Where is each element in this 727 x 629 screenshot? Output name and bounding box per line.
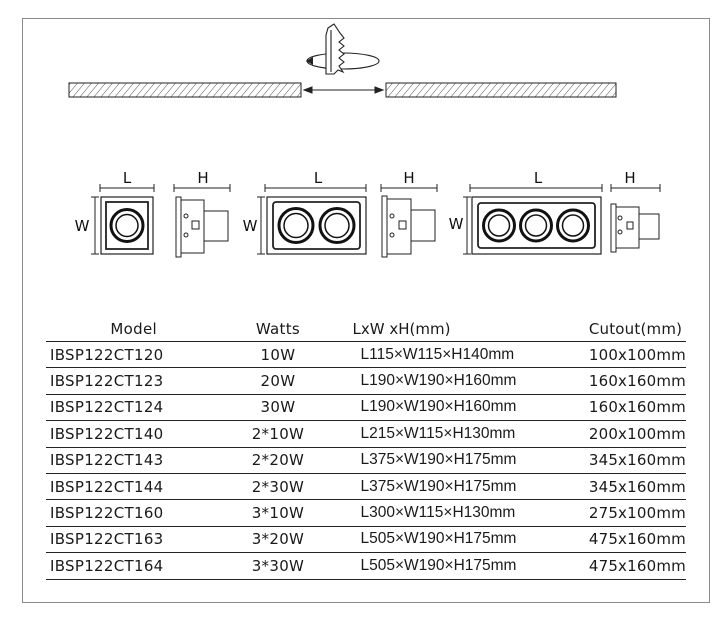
table-row: IBSP122CT163 3*20W L505×W190×H175mm 475x… [46, 525, 686, 553]
height-label: H [624, 169, 635, 187]
watts-cell: 20W [221, 367, 335, 395]
model-cell: IBSP122CT160 [46, 499, 222, 527]
cutout-cell: 160x160mm [562, 367, 686, 395]
cutout-gap-arrow [302, 86, 385, 94]
watts-cell: 3*20W [221, 525, 335, 553]
spec-table: Model Watts LxW xH(mm) Cutout(mm) IBSP12… [46, 316, 686, 580]
table-row: IBSP122CT120 10W L115×W115×H140mm 100x10… [46, 340, 686, 368]
width-label: W [75, 217, 90, 235]
cutout-cell: 100x100mm [562, 340, 686, 368]
dimensions-cell: L190×W190×H160mm [334, 367, 563, 395]
dimensions-cell: L505×W190×H175mm [334, 552, 563, 580]
table-row: IBSP122CT164 3*30W L505×W190×H175mm 475x… [46, 552, 686, 580]
triple-fixture-side-view: H [610, 169, 661, 253]
ceiling-installation-diagram [68, 23, 617, 98]
cutout-cell: 475x160mm [562, 525, 686, 553]
model-cell: IBSP122CT124 [46, 393, 222, 421]
table-row: IBSP122CT143 2*20W L375×W190×H175mm 345x… [46, 446, 686, 474]
ceiling-panel-right [385, 82, 617, 98]
dimensions-cell: L190×W190×H160mm [334, 393, 563, 421]
watts-cell: 30W [221, 393, 335, 421]
length-label: L [123, 169, 132, 187]
cutout-cell: 275x100mm [562, 499, 686, 527]
single-fixture-side-view: H [173, 169, 231, 258]
technical-drawings: L W H L W [68, 23, 661, 258]
saw-rotation-icon [306, 23, 380, 75]
header-dimensions: LxW xH(mm) [352, 319, 451, 338]
model-cell: IBSP122CT164 [46, 552, 222, 580]
model-cell: IBSP122CT143 [46, 446, 222, 474]
document-frame [22, 18, 710, 603]
model-cell: IBSP122CT144 [46, 472, 222, 500]
watts-cell: 2*30W [221, 472, 335, 500]
cutout-cell: 475x160mm [562, 552, 686, 580]
model-cell: IBSP122CT163 [46, 525, 222, 553]
model-cell: IBSP122CT140 [46, 420, 222, 448]
height-label: H [403, 169, 414, 187]
header-watts: Watts [255, 319, 301, 338]
watts-cell: 3*10W [221, 499, 335, 527]
cutout-cell: 200x100mm [562, 420, 686, 448]
dimensions-cell: L300×W115×H130mm [334, 499, 563, 527]
triple-fixture-front-view: L W [449, 169, 603, 255]
table-row: IBSP122CT160 3*10W L300×W115×H130mm 275x… [46, 499, 686, 527]
length-label: L [314, 169, 323, 187]
height-label: H [197, 169, 208, 187]
cutout-cell: 345x160mm [562, 446, 686, 474]
length-label: L [534, 169, 543, 187]
table-row: IBSP122CT140 2*10W L215×W115×H130mm 200x… [46, 420, 686, 448]
table-row: IBSP122CT144 2*30W L375×W190×H175mm 345x… [46, 472, 686, 500]
single-fixture-front-view: L W [75, 169, 155, 255]
cutout-cell: 345x160mm [562, 472, 686, 500]
double-fixture-side-view: H [380, 169, 438, 258]
header-model: Model [110, 319, 157, 338]
ceiling-panel-left [68, 82, 302, 98]
watts-cell: 3*30W [221, 552, 335, 580]
watts-cell: 10W [221, 340, 335, 368]
watts-cell: 2*10W [221, 420, 335, 448]
model-cell: IBSP122CT120 [46, 340, 222, 368]
width-label: W [243, 217, 258, 235]
dimensions-cell: L375×W190×H175mm [334, 446, 563, 474]
table-row: IBSP122CT124 30W L190×W190×H160mm 160x16… [46, 393, 686, 421]
model-cell: IBSP122CT123 [46, 367, 222, 395]
width-label: W [449, 215, 464, 233]
table-header-row: Model Watts LxW xH(mm) Cutout(mm) [46, 316, 686, 342]
table-row: IBSP122CT123 20W L190×W190×H160mm 160x16… [46, 367, 686, 395]
cutout-cell: 160x160mm [562, 393, 686, 421]
dimensions-cell: L375×W190×H175mm [334, 472, 563, 500]
dimensions-cell: L505×W190×H175mm [334, 525, 563, 553]
dimensions-cell: L115×W115×H140mm [334, 340, 563, 368]
watts-cell: 2*20W [221, 446, 335, 474]
header-cutout: Cutout(mm) [588, 319, 683, 338]
dimensions-cell: L215×W115×H130mm [334, 420, 563, 448]
double-fixture-front-view: L W [243, 169, 367, 255]
